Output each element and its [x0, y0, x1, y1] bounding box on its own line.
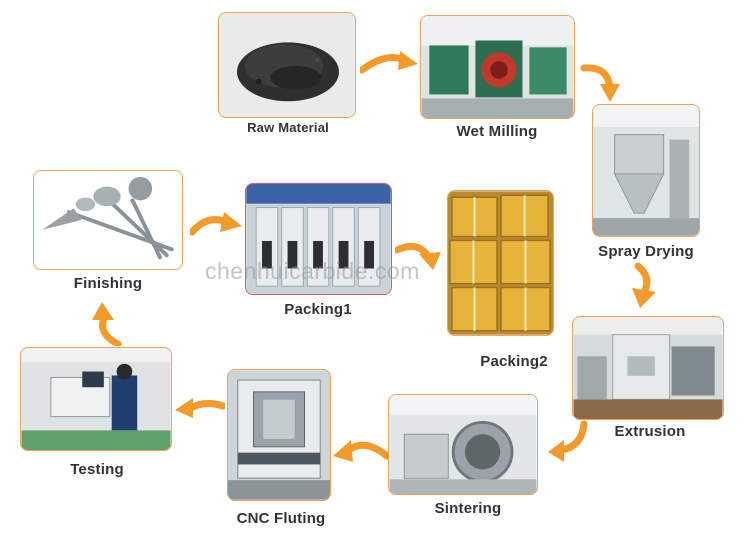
finishing-photo: [33, 170, 183, 270]
step-label-packing2: Packing2: [480, 353, 548, 370]
packing1-photo: [245, 183, 392, 295]
cnc-fluting-photo: [227, 369, 331, 501]
step-label-raw-material: Raw Material: [247, 120, 329, 135]
arrow-drying-to-extrusion: [632, 262, 656, 308]
wet-milling-photo: [420, 15, 575, 119]
step-label-testing: Testing: [70, 461, 124, 478]
arrow-extrusion-to-sintering: [548, 420, 588, 462]
packing2-photo: [447, 190, 554, 336]
arrow-sintering-to-cnc: [333, 440, 389, 462]
step-label-extrusion: Extrusion: [614, 423, 686, 440]
raw-material-photo: [218, 12, 356, 118]
arrow-packing1-to-packing2: [395, 242, 441, 270]
step-label-sintering: Sintering: [434, 500, 502, 517]
extrusion-photo: [572, 316, 724, 420]
watermark: chenhuicarbide.com: [205, 258, 420, 284]
arrow-cnc-to-testing: [175, 398, 225, 418]
arrow-testing-to-finishing: [92, 302, 122, 346]
step-label-cnc-fluting: CNC Fluting: [236, 510, 326, 527]
spray-drying-photo: [592, 104, 700, 237]
testing-photo: [20, 347, 172, 451]
arrow-raw-to-milling: [360, 51, 418, 74]
step-label-packing1: Packing1: [284, 301, 352, 318]
step-label-finishing: Finishing: [73, 275, 143, 292]
sintering-photo: [388, 394, 538, 495]
arrow-milling-to-drying: [580, 64, 620, 102]
step-label-spray-drying: Spray Drying: [598, 243, 694, 260]
arrow-finishing-to-packing1: [190, 212, 242, 236]
step-label-wet-milling: Wet Milling: [456, 123, 538, 140]
